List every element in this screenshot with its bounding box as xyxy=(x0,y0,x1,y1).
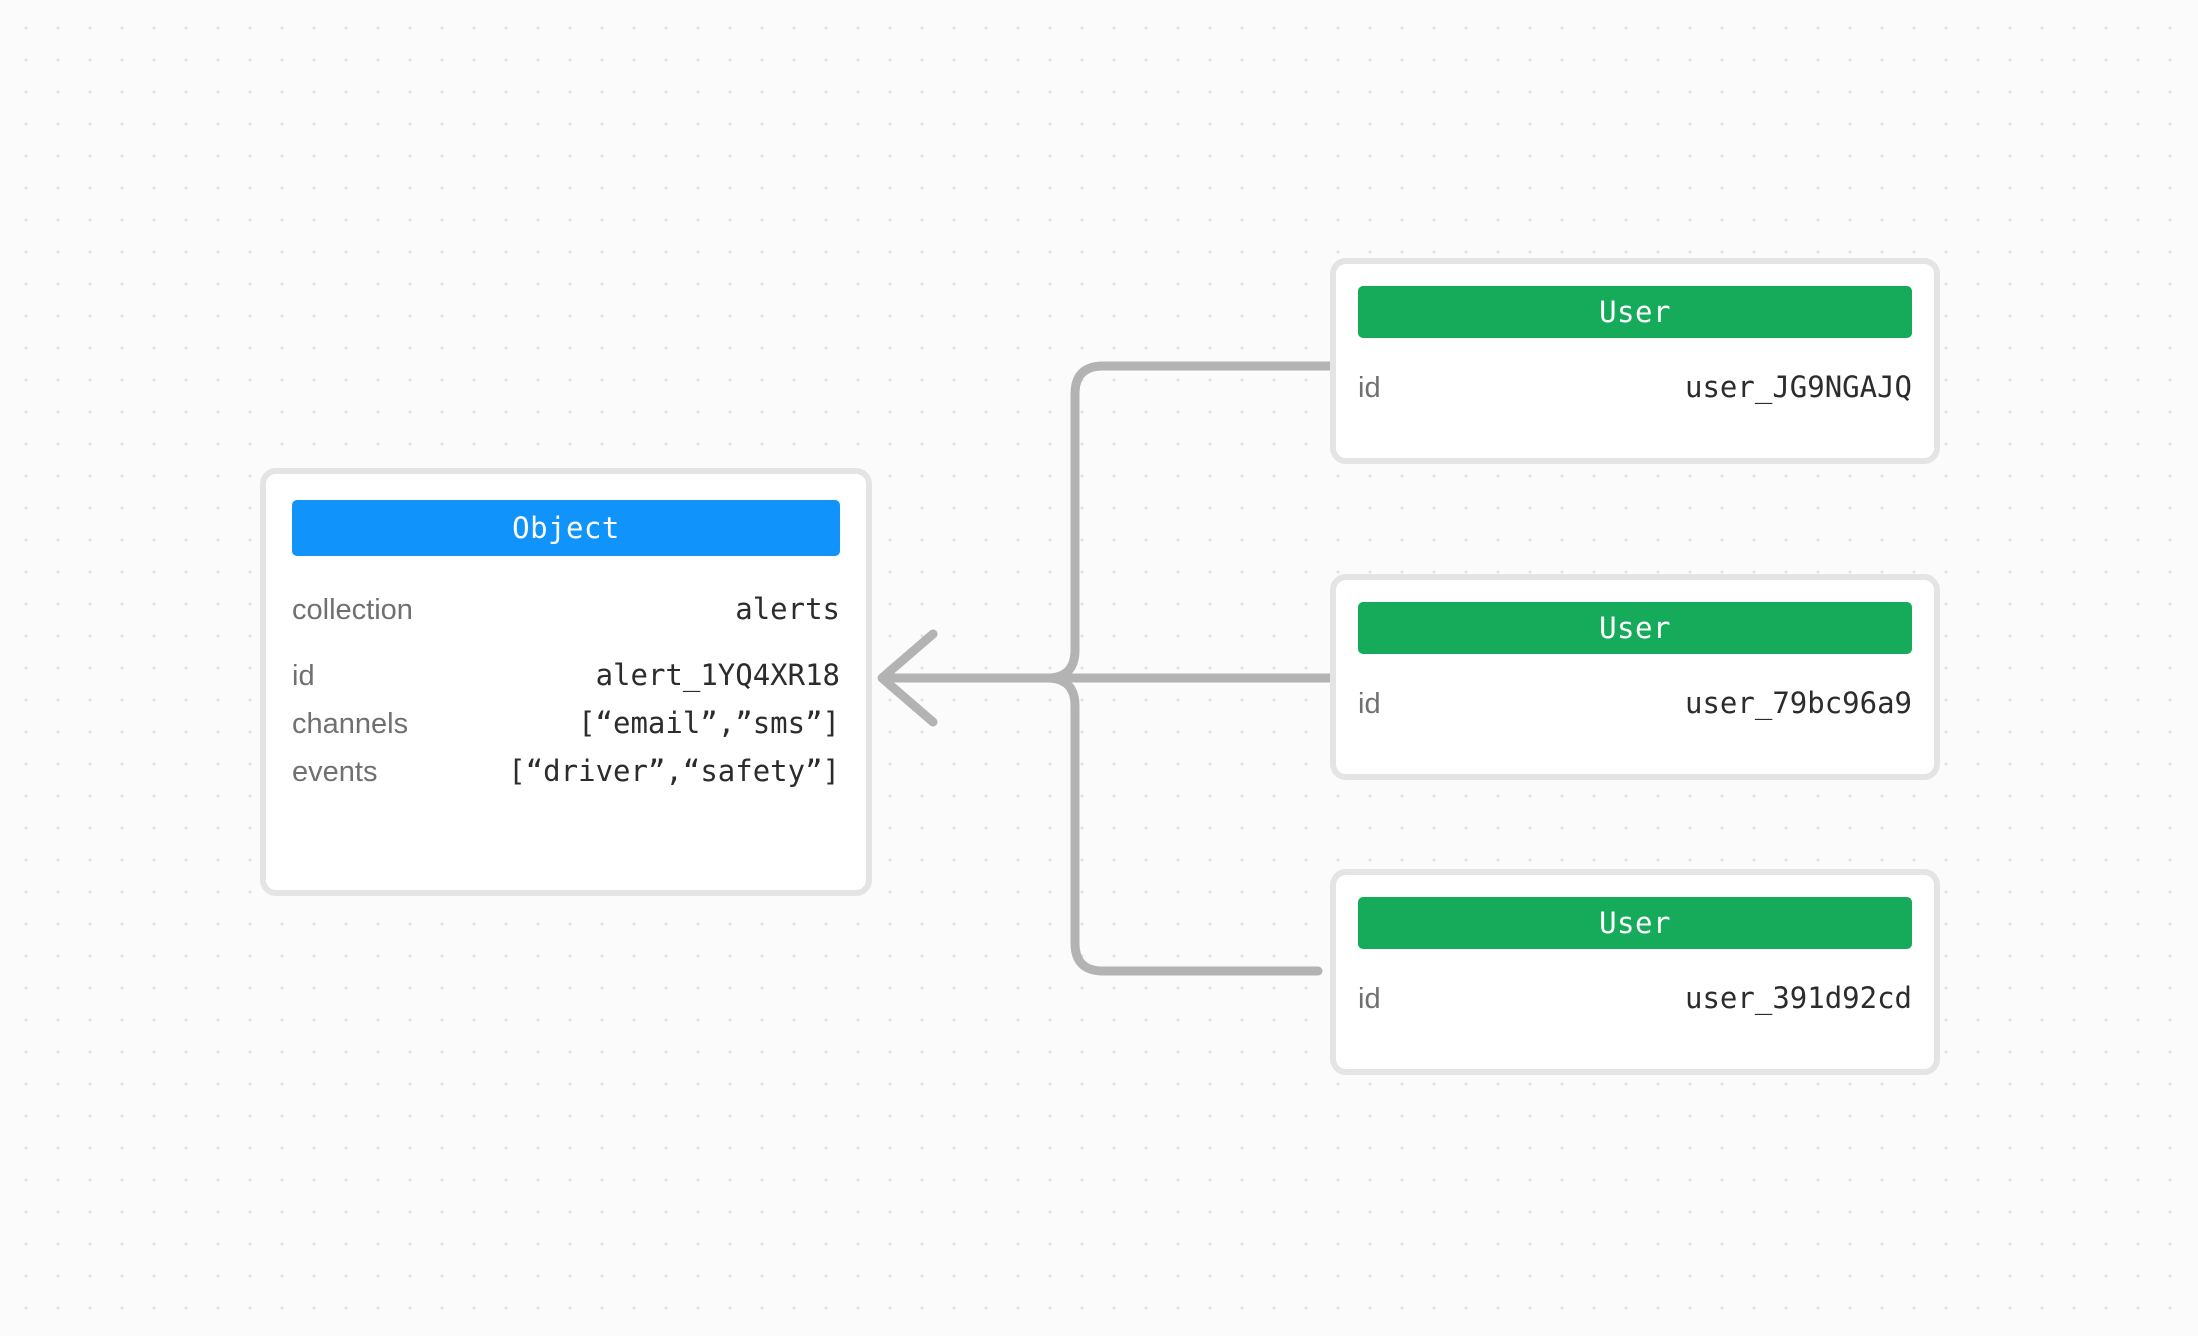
field-value: [“driver”,“safety”] xyxy=(508,754,840,788)
field-key: id xyxy=(1358,372,1381,404)
edge-arrowhead xyxy=(877,629,938,727)
field-key: events xyxy=(292,756,378,788)
node-object-fields: collection alerts id alert_1YQ4XR18 chan… xyxy=(266,556,866,802)
field-key: id xyxy=(1358,688,1381,720)
field-value: user_391d92cd xyxy=(1685,981,1912,1015)
field-row-id: id alert_1YQ4XR18 xyxy=(292,658,840,706)
node-object[interactable]: Object collection alerts id alert_1YQ4XR… xyxy=(260,468,872,896)
field-value: [“email”,”sms”] xyxy=(578,706,840,740)
node-user-1[interactable]: User id user_79bc96a9 xyxy=(1330,574,1940,780)
edge-user-0 xyxy=(885,361,1337,683)
field-key: id xyxy=(292,660,315,692)
field-value: user_79bc96a9 xyxy=(1685,686,1912,720)
node-user-fields: id user_79bc96a9 xyxy=(1336,654,1934,730)
field-row-collection: collection alerts xyxy=(292,592,840,640)
field-group-separator xyxy=(292,640,840,658)
edge-user-2 xyxy=(885,673,1323,976)
node-object-type-label: Object xyxy=(292,500,840,556)
field-value: user_JG9NGAJQ xyxy=(1685,370,1912,404)
field-row-id: id user_79bc96a9 xyxy=(1358,686,1912,730)
field-key: channels xyxy=(292,708,409,740)
node-user-fields: id user_391d92cd xyxy=(1336,949,1934,1025)
node-user-2[interactable]: User id user_391d92cd xyxy=(1330,869,1940,1075)
field-row-id: id user_JG9NGAJQ xyxy=(1358,370,1912,414)
field-key: id xyxy=(1358,983,1381,1015)
field-row-id: id user_391d92cd xyxy=(1358,981,1912,1025)
field-row-channels: channels [“email”,”sms”] xyxy=(292,706,840,754)
field-key: collection xyxy=(292,594,413,626)
field-row-events: events [“driver”,“safety”] xyxy=(292,754,840,802)
field-value: alert_1YQ4XR18 xyxy=(595,658,840,692)
field-value: alerts xyxy=(735,592,840,626)
node-user-fields: id user_JG9NGAJQ xyxy=(1336,338,1934,414)
node-user-type-label: User xyxy=(1358,602,1912,654)
node-user-0[interactable]: User id user_JG9NGAJQ xyxy=(1330,258,1940,464)
node-user-type-label: User xyxy=(1358,286,1912,338)
node-user-type-label: User xyxy=(1358,897,1912,949)
